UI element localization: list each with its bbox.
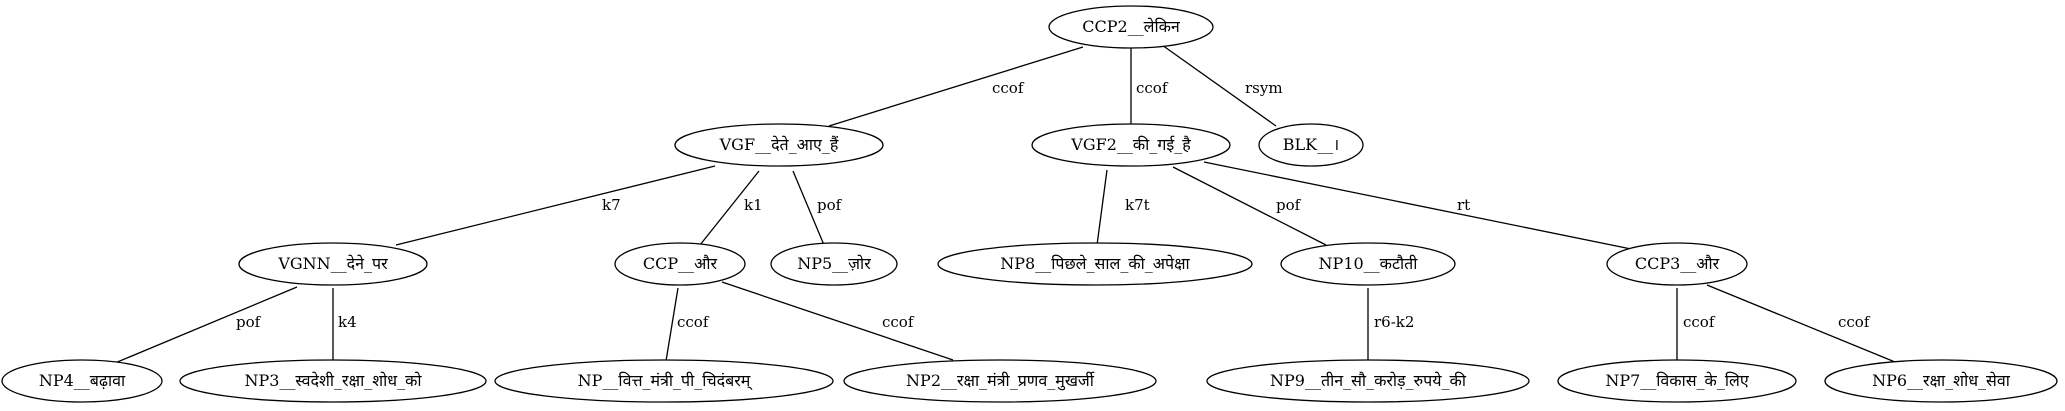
edge-vgf2-np8 (1096, 169, 1108, 246)
edge-label-vgnn-np4: pof (236, 313, 262, 331)
edge-vgf2-np10 (1172, 166, 1327, 246)
node-label-np2: NP2__रक्षा_मंत्री_प्रणव_मुखर्जी (906, 371, 1095, 391)
node-ccp2: CCP2__लेकिन (1048, 5, 1214, 49)
edge-label-np10-np9: r6-k2 (1374, 313, 1414, 331)
edge-vgf-ccp (699, 170, 760, 246)
edge-ccp2-blk (1161, 44, 1277, 127)
node-label-ccp: CCP__और (643, 254, 718, 273)
edge-label-vgnn-np3: k4 (338, 313, 357, 331)
node-label-np3: NP3__स्वदेशी_रक्षा_शोध_को (244, 371, 422, 390)
node-label-np8: NP8__पिछले_साल_की_अपेक्षा (1000, 254, 1190, 273)
edge-label-ccp-np: ccof (677, 313, 710, 331)
edge-label-vgf-np5: pof (817, 196, 843, 214)
node-label-vgnn: VGNN__देने_पर (277, 254, 388, 273)
edge-label-ccp3-np6: ccof (1838, 313, 1871, 331)
node-vgnn: VGNN__देने_पर (238, 242, 428, 286)
edge-label-ccp3-np7: ccof (1683, 313, 1716, 331)
edge-label-vgf2-np8: k7t (1125, 196, 1150, 214)
node-label-blk: BLK__। (1283, 135, 1339, 154)
node-label-vgf2: VGF2__की_गई_है (1070, 135, 1191, 154)
edge-label-vgf2-np10: pof (1276, 196, 1302, 214)
node-label-ccp2: CCP2__लेकिन (1082, 17, 1181, 36)
node-label-np9: NP9__तीन_सौ_करोड़_रुपये_की (1270, 371, 1467, 390)
node-np: NP__वित्त_मंत्री_पी_चिदंबरम् (494, 359, 834, 403)
edge-label-vgf-vgnn: k7 (602, 196, 621, 214)
edges (114, 44, 1896, 364)
edge-label-ccp2-vgf: ccof (992, 79, 1025, 97)
node-ccp: CCP__और (614, 242, 746, 286)
node-np9: NP9__तीन_सौ_करोड़_रुपये_की (1206, 359, 1530, 403)
node-np6: NP6__रक्षा_शोध_सेवा (1824, 359, 2058, 403)
node-np2: NP2__रक्षा_मंत्री_प्रणव_मुखर्जी (843, 359, 1157, 403)
edge-vgnn-np4 (114, 286, 298, 364)
node-label-vgf: VGF__देते_आए_हैं (719, 135, 839, 154)
edge-labels: ccof ccof rsym k7 k1 pof k7t pof rt pof … (236, 79, 1871, 331)
node-vgf2: VGF2__की_गई_है (1031, 123, 1231, 167)
edge-label-vgf-ccp: k1 (744, 196, 763, 214)
node-label-np4: NP4__बढ़ावा (39, 371, 126, 390)
node-np10: NP10__कटौती (1280, 242, 1456, 286)
edge-ccp2-vgf (828, 46, 1084, 127)
node-label-np5: NP5__ज़ोर (797, 254, 871, 273)
node-np3: NP3__स्वदेशी_रक्षा_शोध_को (179, 359, 487, 403)
node-np5: NP5__ज़ोर (770, 242, 898, 286)
node-label-np10: NP10__कटौती (1319, 254, 1419, 273)
node-label-np7: NP7__विकास_के_लिए (1605, 371, 1750, 390)
node-label-np: NP__वित्त_मंत्री_पी_चिदंबरम् (578, 371, 754, 391)
edge-label-ccp-np2: ccof (882, 313, 915, 331)
edge-ccp3-np6 (1706, 284, 1896, 363)
edge-ccp-np2 (721, 281, 954, 361)
node-blk: BLK__। (1258, 123, 1364, 167)
node-vgf: VGF__देते_आए_हैं (674, 123, 884, 167)
node-np7: NP7__विकास_के_लिए (1557, 359, 1797, 403)
edge-vgf-np5 (792, 170, 825, 246)
edge-label-ccp2-vgf2: ccof (1136, 79, 1169, 97)
node-ccp3: CCP3__और (1606, 242, 1748, 286)
node-np8: NP8__पिछले_साल_की_अपेक्षा (937, 242, 1253, 286)
edge-label-vgf2-ccp3: rt (1457, 196, 1470, 214)
edge-vgf2-ccp3 (1203, 161, 1637, 251)
node-label-ccp3: CCP3__और (1635, 254, 1720, 273)
edge-label-ccp2-blk: rsym (1245, 79, 1283, 97)
node-label-np6: NP6__रक्षा_शोध_सेवा (1872, 371, 2011, 390)
node-np4: NP4__बढ़ावा (1, 359, 163, 403)
edge-vgf-vgnn (395, 165, 716, 246)
edge-ccp-np (665, 287, 679, 362)
